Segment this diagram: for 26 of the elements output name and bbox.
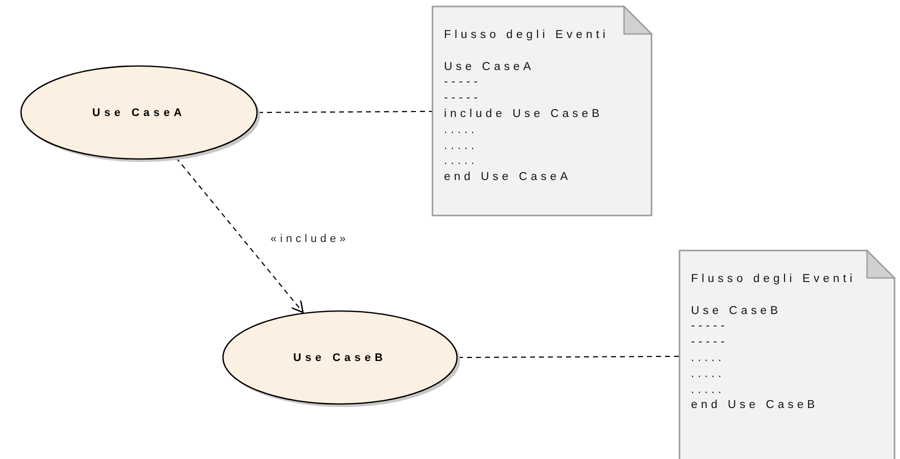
note-line: ..... bbox=[444, 122, 479, 138]
note bbox=[679, 250, 895, 459]
note-line: include Use CaseB bbox=[444, 106, 604, 122]
note-heading: Flusso degli Eventi bbox=[444, 28, 609, 43]
use-case-ellipse bbox=[222, 310, 458, 405]
note-line: ..... bbox=[444, 138, 479, 154]
note bbox=[432, 6, 652, 216]
note-connector bbox=[458, 356, 679, 358]
note-line: ----- bbox=[691, 319, 730, 334]
note-line: ----- bbox=[691, 335, 730, 350]
note-line: ----- bbox=[444, 91, 482, 106]
note-line: end Use CaseB bbox=[691, 398, 820, 414]
use-case-ellipse bbox=[20, 65, 258, 160]
use-case-name: Use CaseA bbox=[91, 106, 187, 118]
note-line: ----- bbox=[444, 75, 482, 90]
note-connector bbox=[258, 110, 432, 114]
note-line: ..... bbox=[691, 366, 726, 382]
include-arrow bbox=[176, 157, 304, 314]
use-case-name: Use CaseB bbox=[292, 352, 388, 364]
note-line: Use CaseB bbox=[691, 304, 783, 319]
note-heading: Flusso degli Eventi bbox=[691, 272, 856, 287]
note-line: ..... bbox=[444, 154, 479, 170]
note-line: end Use CaseA bbox=[444, 170, 572, 186]
note-line: Use CaseA bbox=[444, 60, 536, 75]
note-line: ..... bbox=[691, 382, 726, 398]
note-line: ..... bbox=[691, 350, 726, 366]
